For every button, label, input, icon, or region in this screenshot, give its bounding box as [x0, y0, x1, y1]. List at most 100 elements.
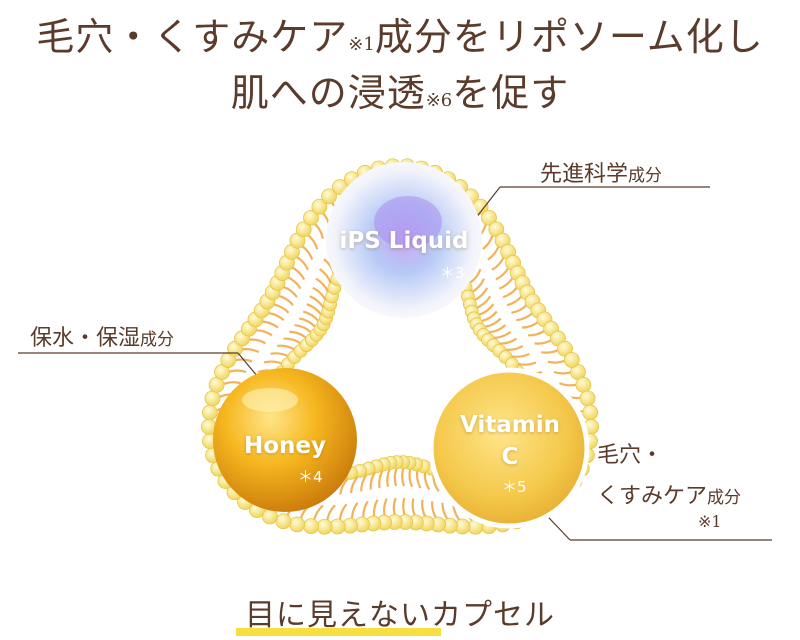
lipid-tail	[468, 268, 482, 285]
lipid-tail	[553, 370, 573, 375]
lipid-tail	[541, 348, 560, 354]
lipid-head	[303, 518, 319, 535]
headline-line1: 毛穴・くすみケア※1成分をリポソーム化し	[0, 6, 800, 61]
lipid-tail	[517, 361, 537, 366]
lipid-tail	[547, 359, 567, 364]
lipid-tail	[309, 295, 325, 309]
lipid-tail	[493, 330, 512, 339]
callout-footnote-mark: ※1	[698, 512, 722, 531]
callout-advanced-science: 先進科学成分	[540, 156, 662, 188]
callout-text: くすみケア	[597, 484, 708, 509]
lipid-tail	[499, 337, 518, 345]
lipid-tail	[360, 473, 368, 492]
lipid-tail	[349, 475, 359, 494]
lipid-tail	[315, 277, 330, 293]
lipid-head	[204, 390, 221, 407]
lipid-tail	[302, 310, 320, 322]
lipid-head	[311, 198, 328, 215]
lipid-tail	[386, 468, 391, 487]
lipid-head	[201, 404, 218, 421]
lipid-tail	[254, 329, 273, 337]
honey-footnote: ＊4	[298, 468, 323, 486]
lipid-head	[563, 352, 580, 368]
lipid-tail	[369, 471, 376, 490]
lipid-head	[321, 188, 337, 205]
lipid-tail	[393, 467, 398, 487]
lipid-tail	[521, 320, 540, 329]
lipid-tail	[411, 498, 417, 518]
callout-text: 保水・保湿	[30, 326, 141, 351]
lipid-tail	[471, 278, 486, 294]
headline-footnote-mark: ※6	[425, 90, 453, 111]
lipid-tail	[495, 266, 510, 281]
lipid-tail	[312, 504, 324, 522]
headline-line2: 肌への浸透※6を促す	[0, 62, 800, 117]
callout-text-small: 成分	[628, 166, 663, 186]
lipid-tail	[383, 498, 388, 517]
callout-text-small: 成分	[140, 330, 175, 350]
lipid-tail	[282, 285, 298, 298]
lipid-tail	[312, 286, 327, 301]
lipid-tail	[290, 265, 306, 281]
lipid-tail	[401, 467, 406, 487]
lipid-tail	[294, 323, 312, 334]
lipid-tail	[559, 382, 578, 387]
lipid-tail	[338, 503, 348, 522]
ips-liquid-label: iPS Liquid	[339, 228, 469, 254]
lipid-tail	[261, 320, 279, 329]
lipid-tail	[372, 499, 379, 518]
lipid-tail	[408, 468, 414, 488]
lipid-tail	[432, 474, 440, 493]
lipid-tail	[295, 255, 309, 271]
vitamin-c-label-line1: Vitamin	[459, 412, 561, 438]
lipid-tail	[339, 477, 349, 495]
lipid-tail	[283, 337, 302, 345]
vitamin-c-footnote: ＊5	[502, 478, 527, 496]
lipid-tail	[240, 348, 260, 354]
lipid-head	[295, 221, 312, 238]
lipid-head	[289, 516, 306, 533]
lipid-tail	[227, 369, 247, 374]
lipid-tail	[267, 311, 285, 322]
vitamin-c-label-line2: C	[501, 444, 519, 470]
lipid-tail	[423, 472, 431, 491]
lipid-tail	[299, 317, 316, 328]
callout-pore-care-line2: くすみケア成分	[597, 478, 741, 510]
headline-text: 毛穴・くすみケア	[36, 15, 349, 59]
lipid-tail	[277, 294, 294, 306]
lipid-tail	[421, 499, 427, 519]
callout-text-small: 成分	[707, 488, 742, 508]
lipid-tail	[362, 500, 369, 519]
headline-text: を促す	[452, 71, 570, 115]
headline-footnote-mark: ※1	[348, 34, 375, 55]
lipid-tail	[481, 310, 498, 323]
lipid-tail	[488, 324, 507, 334]
lipid-tail	[478, 303, 495, 316]
lipid-tail	[247, 338, 267, 345]
lipid-tail	[502, 285, 519, 299]
lipid-tail	[516, 312, 534, 322]
lipid-tail	[491, 255, 506, 271]
lipid-tail	[402, 497, 407, 517]
lipid-tail	[289, 330, 307, 339]
vitamin-c-orb	[428, 367, 590, 529]
honey-label: Honey	[243, 433, 327, 459]
callout-text: 毛穴・	[597, 443, 664, 468]
lipid-head	[303, 209, 319, 226]
headline-text: 成分をリポソーム化し	[374, 15, 764, 59]
lipid-tail	[511, 303, 529, 314]
caption-underline	[236, 628, 441, 636]
lipid-tail	[350, 502, 359, 520]
lipid-head	[579, 390, 596, 407]
ips-footnote: ＊3	[440, 264, 465, 282]
lipid-head	[275, 513, 292, 530]
lipid-tail	[482, 233, 494, 251]
lipid-tail	[263, 360, 283, 365]
lipid-tail	[300, 244, 314, 261]
caption: 目に見えないカプセル	[0, 590, 800, 634]
lipid-tail	[222, 381, 241, 386]
lipid-tail	[270, 352, 289, 358]
callout-moisturizing: 保水・保湿成分	[30, 320, 174, 352]
lipid-tail	[306, 303, 323, 316]
